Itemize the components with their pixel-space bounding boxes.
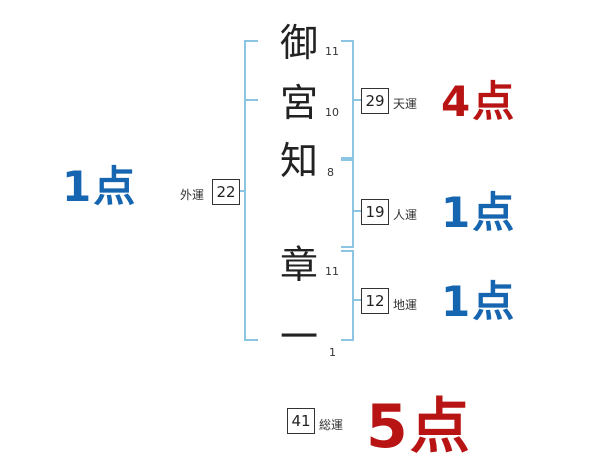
stroke-count-2: 10 <box>325 106 339 119</box>
tenun-label: 天運 <box>393 97 418 111</box>
name-char-3: 知 <box>279 139 318 183</box>
soun-box: 41 <box>287 408 315 434</box>
stroke-count-5: 1 <box>329 346 336 359</box>
chiun-bracket <box>341 250 354 341</box>
tenun-bracket <box>341 40 354 159</box>
gaiun-box: 22 <box>212 179 240 205</box>
chiun-score: 1点 <box>441 277 517 326</box>
name-char-4: 章 <box>279 243 318 287</box>
jinun-box: 19 <box>361 199 389 225</box>
name-char-1: 御 <box>279 21 318 65</box>
gaiun-label: 外運 <box>180 188 205 202</box>
jinun-score: 1点 <box>441 188 517 237</box>
soun-score: 5点 <box>366 392 472 462</box>
outer-bracket <box>244 40 258 341</box>
tenun-score: 4点 <box>441 77 517 126</box>
tenun-box: 29 <box>361 88 389 114</box>
name-char-2: 宮 <box>279 81 318 125</box>
stroke-count-3: 8 <box>327 166 334 179</box>
chiun-label: 地運 <box>393 298 418 312</box>
jinun-label: 人運 <box>393 208 418 222</box>
gaiun-score: 1点 <box>62 162 138 211</box>
soun-label: 総運 <box>319 418 344 432</box>
stroke-count-4: 11 <box>325 265 339 278</box>
jinun-bracket <box>341 159 354 248</box>
stroke-count-1: 11 <box>325 45 339 58</box>
chiun-box: 12 <box>361 288 389 314</box>
name-char-5: 一 <box>279 315 318 359</box>
